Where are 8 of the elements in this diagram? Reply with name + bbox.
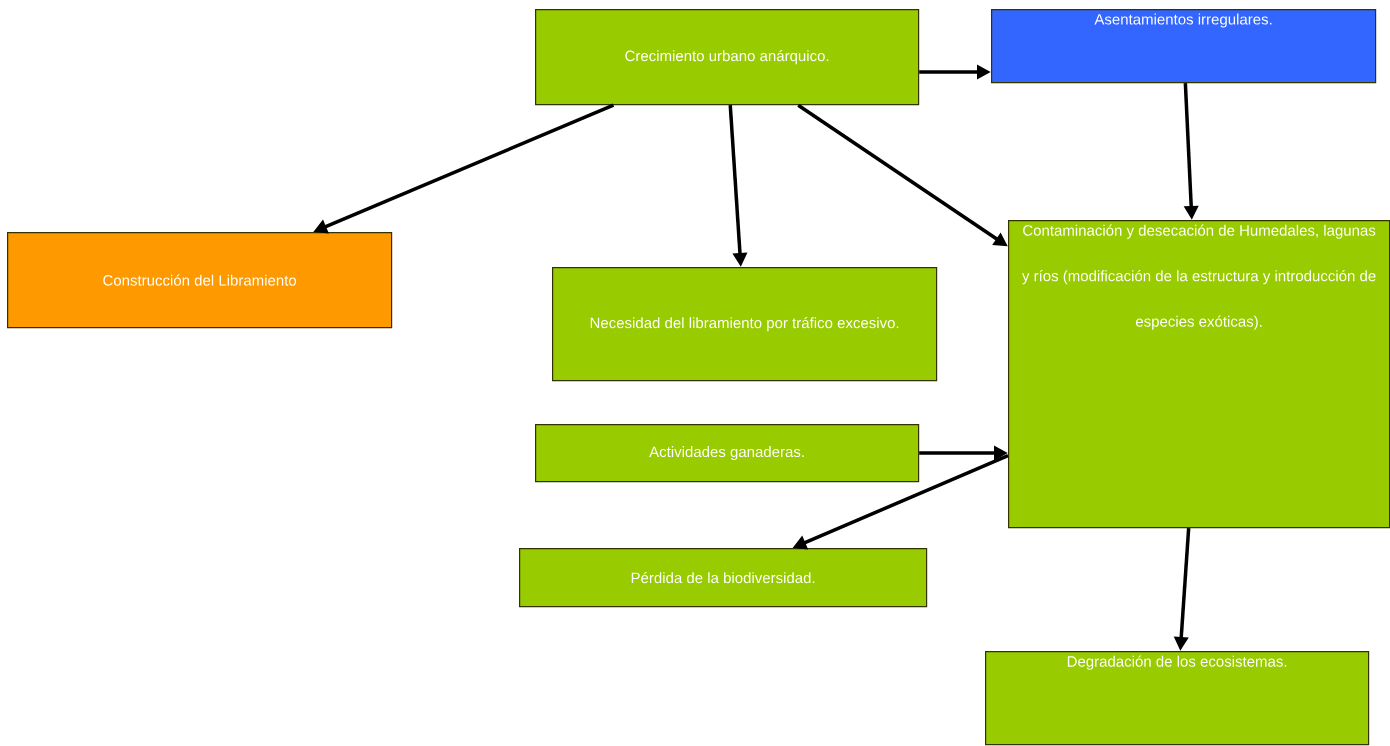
process-box: Pérdida de la biodiversidad. (519, 548, 928, 608)
process-box: Crecimiento urbano anárquico. (535, 9, 920, 106)
process-box: Asentamientos irregulares. (991, 9, 1377, 84)
process-box: Actividades ganaderas. (535, 424, 920, 483)
process-box: Degradación de los ecosistemas. (985, 651, 1370, 746)
process-box: Contaminación y desecación de Humedales, lagunas y ríos (modificación de la estructura y introducción de especies exóticas). (1008, 220, 1390, 529)
process-box: Necesidad del libramiento por tráfico excesivo. (552, 267, 938, 382)
process-box: Construcción del Libramiento (7, 232, 393, 329)
